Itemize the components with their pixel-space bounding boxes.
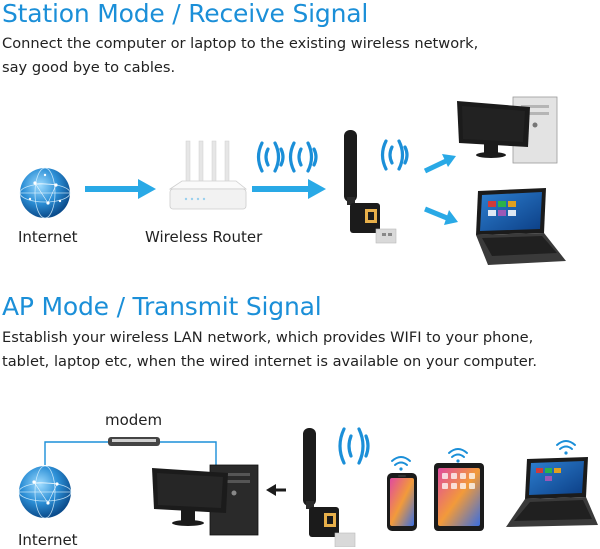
station-desc-line-1: Connect the computer or laptop to the ex… — [2, 35, 479, 52]
arrow-icon — [266, 484, 286, 496]
laptop-icon — [476, 188, 566, 265]
usb-adapter-icon — [344, 130, 397, 244]
ap-mode-description: Establish your wireless LAN network, whi… — [2, 326, 537, 374]
desktop-computer-icon — [152, 464, 259, 536]
station-mode-diagram — [19, 96, 566, 265]
laptop-icon — [506, 457, 598, 527]
station-desc-line-2: say good bye to cables. — [2, 59, 176, 76]
arrow-icon — [85, 179, 156, 199]
usb-adapter-icon — [303, 428, 356, 547]
internet-label-ap: Internet — [18, 531, 78, 549]
ap-desc-line-2: tablet, laptop etc, when the wired inter… — [2, 353, 538, 370]
arrow-icon — [252, 179, 326, 199]
ap-mode-diagram — [18, 427, 598, 547]
router-icon — [168, 140, 248, 210]
ap-desc-line-1: Establish your wireless LAN network, whi… — [2, 329, 534, 346]
wifi-signal-icon — [391, 456, 411, 471]
arrow-icon — [424, 206, 458, 225]
wireless-router-label: Wireless Router — [145, 228, 263, 246]
wifi-signal-icon — [556, 440, 576, 455]
smartphone-icon — [387, 473, 417, 531]
globe-icon — [19, 167, 71, 219]
station-mode-description: Connect the computer or laptop to the ex… — [2, 32, 478, 80]
internet-label: Internet — [18, 228, 78, 246]
arrow-icon — [423, 154, 456, 174]
ap-mode-title: AP Mode / Transmit Signal — [2, 292, 322, 321]
wifi-wave-icon — [380, 139, 409, 171]
modem-connection-lines — [44, 441, 217, 465]
tablet-icon — [434, 463, 484, 531]
wifi-wave-icon — [338, 427, 370, 465]
globe-icon — [18, 465, 72, 519]
wifi-signal-icon — [448, 448, 468, 463]
station-mode-title: Station Mode / Receive Signal — [2, 0, 369, 28]
desktop-computer-icon — [457, 96, 558, 164]
modem-label: modem — [105, 411, 163, 429]
wifi-wave-icon — [256, 141, 318, 173]
modem-icon — [108, 437, 160, 446]
